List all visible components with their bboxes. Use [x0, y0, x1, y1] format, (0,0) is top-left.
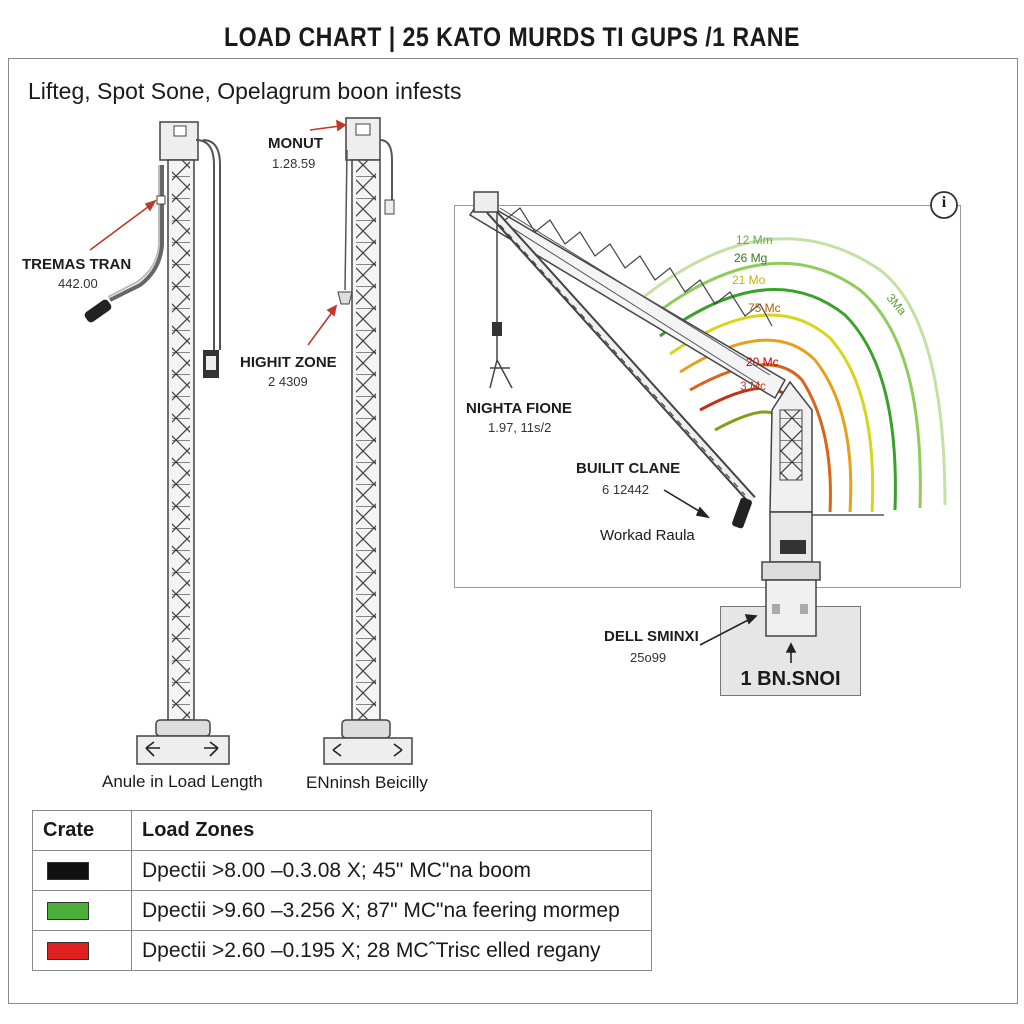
radius-label: 20 Mc — [746, 355, 779, 369]
base-label: 1 BN.SNOI — [740, 668, 841, 690]
radius-label: 12 Mm — [736, 233, 773, 247]
label-built-value: 6 12442 — [602, 482, 649, 497]
label-tremas-value: 442.00 — [58, 276, 98, 291]
tower-left — [84, 121, 230, 765]
tower-right — [323, 117, 413, 765]
label-monut-value: 1.28.59 — [272, 156, 316, 171]
legend-row: Dpectii >8.00 –0.3.08 X; 45" MC"na boom — [32, 850, 652, 891]
radius-label: 3 Mc — [740, 379, 766, 393]
pointer-arrows — [89, 119, 347, 346]
tower-right-caption: ENninsh Beicilly — [306, 773, 428, 792]
legend-row-text: Dpectii >8.00 –0.3.08 X; 45" MC"na boom — [131, 850, 652, 891]
legend-row: Dpectii >2.60 –0.195 X; 28 MCˆTrisc elle… — [32, 930, 652, 971]
label-hight-zone-value: 2 4309 — [268, 374, 308, 389]
legend-table: Crate Load Zones Dpectii >8.00 –0.3.08 X… — [32, 810, 652, 971]
label-dell-name: DELL SMINXI — [604, 628, 699, 645]
radius-label: 26 Mg — [734, 251, 767, 265]
legend-header-row: Crate Load Zones — [32, 810, 652, 851]
radius-labels: 12 Mm 26 Mg 21 Mo 75 Mc 20 Mc 3 Mc 3Ma — [732, 233, 910, 393]
legend-swatch — [47, 941, 89, 960]
legend-header-crate: Crate — [32, 810, 132, 851]
legend-row: Dpectii >9.60 –3.256 X; 87" MC"na feerin… — [32, 890, 652, 931]
label-built-name: BUILIT CLANE — [576, 460, 681, 477]
legend-swatch — [47, 861, 89, 880]
info-icon[interactable] — [930, 191, 958, 219]
label-dell-value: 25o99 — [630, 650, 667, 665]
legend-swatch — [47, 901, 89, 920]
black-arrows — [663, 489, 797, 663]
radius-label: 75 Mc — [748, 301, 781, 315]
tower-left-caption: Anule in Load Length — [102, 772, 263, 791]
chart-frame — [8, 58, 1018, 1004]
legend-row-text: Dpectii >2.60 –0.195 X; 28 MCˆTrisc elle… — [131, 930, 652, 971]
legend-row-text: Dpectii >9.60 –3.256 X; 87" MC"na feerin… — [131, 890, 652, 931]
label-nighta-value: 1.97, 11s/2 — [488, 420, 552, 435]
legend-header-zones: Load Zones — [131, 810, 652, 851]
label-tremas-name: TREMAS TRAN — [22, 256, 132, 273]
label-nighta-name: NIGHTA FIONE — [466, 400, 572, 417]
radius-label: 3Ma — [884, 291, 910, 318]
label-workad: Workad Raula — [600, 527, 695, 544]
label-hight-zone-name: HIGHIT ZONE — [240, 354, 337, 371]
crane-mast — [761, 380, 821, 637]
crane-boom — [468, 191, 787, 529]
chart-subtitle: Lifteg, Spot Sone, Opelagrum boon infest… — [28, 78, 462, 104]
info-icon-glyph: i — [941, 194, 947, 211]
page-title: LOAD CHART | 25 KATO MURDS TI GUPS /1 RA… — [224, 22, 800, 52]
radius-chart-panel — [454, 205, 961, 588]
label-monut-name: MONUT — [268, 135, 323, 152]
radius-label: 21 Mo — [732, 273, 766, 287]
